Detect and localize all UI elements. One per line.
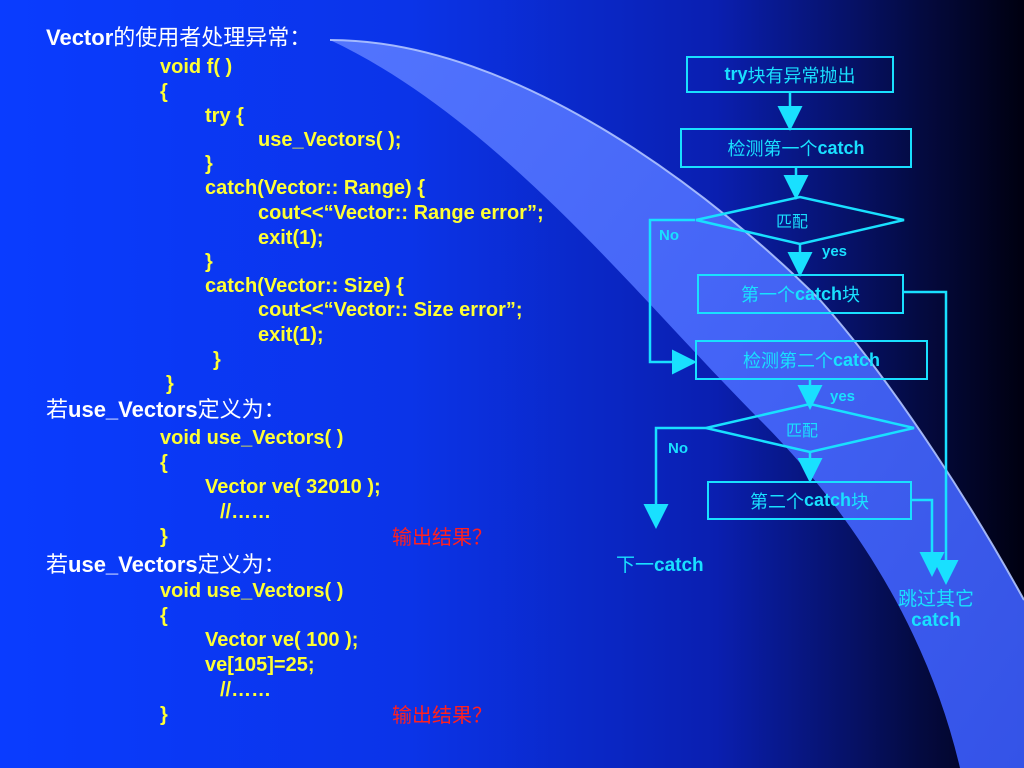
heading-prefix: 若	[46, 553, 69, 578]
block2-suffix: 块	[851, 491, 870, 513]
code-line: ve[105]=25;	[205, 654, 315, 676]
output-question: 输出结果？	[392, 703, 492, 727]
catch-keyword: catch	[911, 610, 961, 631]
code-line: }	[160, 526, 168, 548]
try-keyword: try	[724, 64, 748, 84]
code-line: {	[160, 452, 168, 474]
arrow-match2-no	[643, 426, 706, 529]
skip-text: 跳过其它	[897, 588, 974, 610]
heading-vector-text: 的使用者处理异常：	[113, 26, 312, 51]
code-line: catch(Vector:: Range) {	[205, 177, 426, 199]
catch-keyword: catch	[832, 349, 881, 370]
match2-label: 匹配	[786, 421, 819, 440]
code-line: }	[205, 153, 213, 175]
code-line: Vector ve( 32010 );	[205, 476, 381, 498]
code-line: catch(Vector:: Size) {	[205, 275, 404, 297]
block2-text: 第二个	[749, 491, 804, 513]
code-line: void f( )	[160, 56, 233, 78]
heading-vector-word: Vector	[46, 25, 114, 50]
code-line: }	[213, 349, 221, 371]
code-line: //……	[220, 679, 272, 701]
arrow-block1-to-skip	[904, 290, 959, 585]
heading-suffix: 定义为：	[197, 398, 286, 423]
code-line: void use_Vectors( )	[160, 580, 344, 602]
code-line: {	[160, 81, 168, 103]
yes2-label: yes	[830, 388, 856, 405]
skip-other-catch-label: 跳过其它 catch	[888, 588, 984, 632]
code-line: void use_Vectors( )	[160, 427, 344, 449]
arrow-block2-to-skip	[912, 498, 945, 577]
try-box-text: 块有异常抛出	[747, 65, 856, 87]
code-line: cout<<“Vector:: Range error”;	[258, 202, 544, 224]
check2-text: 检测第二个	[742, 351, 833, 372]
code-line: exit(1);	[258, 227, 324, 249]
next-catch-text: 下一	[616, 554, 655, 576]
output-question: 输出结果？	[392, 525, 492, 549]
code-line: {	[160, 605, 168, 627]
no1-label: No	[659, 227, 679, 244]
code-line: Vector ve( 100 );	[205, 629, 359, 651]
check1-text: 检测第一个	[727, 139, 818, 160]
heading-vector-usage: Vector的使用者处理异常：	[46, 26, 311, 51]
heading-use-vectors-2: 若use_Vectors定义为：	[46, 553, 286, 578]
code-line: }	[160, 704, 168, 726]
catch-keyword: catch	[817, 137, 865, 158]
heading-prefix: 若	[46, 398, 69, 423]
code-line: }	[166, 373, 174, 395]
code-line: }	[205, 251, 213, 273]
catch-keyword: catch	[803, 490, 852, 510]
match1-diamond	[695, 195, 905, 246]
no2-label: No	[668, 440, 688, 457]
arrow-match1-no	[648, 218, 697, 375]
code-line: use_Vectors( );	[258, 129, 402, 151]
catch-keyword: catch	[794, 283, 843, 304]
match2-diamond	[705, 402, 915, 454]
next-catch-label: 下一catch	[616, 550, 704, 577]
code-line: //……	[220, 501, 272, 523]
code-line: exit(1);	[258, 324, 324, 346]
code-line: try {	[205, 105, 244, 127]
heading-suffix: 定义为：	[197, 553, 286, 578]
block1-suffix: 块	[842, 285, 861, 306]
yes1-label: yes	[822, 243, 848, 260]
heading-function-name: use_Vectors	[68, 397, 198, 422]
block1-text: 第一个	[740, 285, 795, 306]
catch-keyword: catch	[654, 555, 704, 576]
heading-function-name: use_Vectors	[68, 552, 198, 577]
match1-label: 匹配	[776, 212, 809, 231]
code-line: cout<<“Vector:: Size error”;	[258, 299, 523, 321]
heading-use-vectors-1: 若use_Vectors定义为：	[46, 398, 286, 423]
